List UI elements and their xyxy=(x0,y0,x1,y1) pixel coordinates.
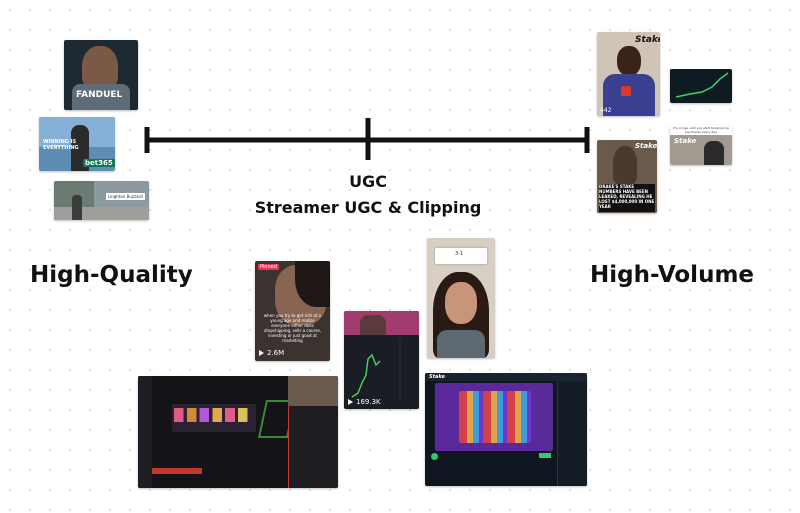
bet365-logo: bet365 xyxy=(83,159,115,167)
tiktok-selfie-score: 3-1 xyxy=(455,251,464,257)
stream-right-header xyxy=(425,373,587,381)
stake-drake-thumbnail[interactable]: Stake DRAKE'S STAKE NUMBERS HAVE BEEN LE… xyxy=(597,140,657,213)
bet365-caption: WINNING IS EVERYTHING xyxy=(43,139,79,151)
stake-man-stat: 442 xyxy=(600,107,612,114)
street-person xyxy=(72,195,82,220)
fanduel-person xyxy=(82,46,118,90)
ugc-label: UGC xyxy=(349,172,387,191)
stream-right-streamer-avatar xyxy=(431,453,438,460)
stake-drake-person xyxy=(613,146,637,184)
stake-drake-headline: DRAKE'S STAKE NUMBERS HAVE BEEN LEAKED, … xyxy=(599,184,655,212)
stream-right-logo: Stake xyxy=(429,374,445,380)
tiktok-chart-person xyxy=(360,315,386,335)
fanduel-shirt xyxy=(72,84,130,110)
stake-suit-logo: Stake xyxy=(674,137,697,145)
stream-screenshot-right[interactable]: Stake xyxy=(425,373,587,486)
tiktok-chart-play-icon xyxy=(348,399,353,405)
tiktok-selfie-shirt xyxy=(437,330,485,358)
fanduel-logo-text: FANDUEL xyxy=(76,90,123,100)
tiktok-woman-views: 2.6M xyxy=(267,349,285,357)
tiktok-woman-caption: when you try to get rich at a young age … xyxy=(263,313,322,343)
stream-right-chat xyxy=(557,381,587,486)
tiktok-selfie-face xyxy=(445,282,477,324)
stream-left-cards xyxy=(174,408,254,422)
tiktok-selfie-scorecard xyxy=(435,248,487,264)
stake-drake-logo: Stake xyxy=(635,142,657,150)
fanduel-ad-thumbnail[interactable]: FANDUEL xyxy=(64,40,138,110)
stream-left-webcam xyxy=(288,376,338,406)
stake-chart-line xyxy=(675,72,729,98)
stake-suit-caption: It's cringe until you start booking big … xyxy=(673,126,729,134)
stake-suit-thumbnail[interactable]: It's cringe until you start booking big … xyxy=(670,125,732,165)
tiktok-woman-play-icon xyxy=(259,350,264,356)
tiktok-chart-views: 169.3K xyxy=(356,398,381,406)
stake-man-thumbnail[interactable]: Stake 442 xyxy=(597,32,660,116)
stream-left-bottom-bar xyxy=(152,468,202,474)
tiktok-chart-line xyxy=(351,339,401,401)
stake-man-logo: Stake xyxy=(635,35,660,45)
high-quality-label: High-Quality xyxy=(30,262,193,288)
tiktok-selfie-thumbnail[interactable]: 3-1 xyxy=(427,238,495,358)
stake-chart-thumbnail[interactable] xyxy=(670,69,732,103)
street-sign: Leighton Buzzard xyxy=(106,193,145,200)
stream-left-chat xyxy=(288,406,338,488)
stream-left-sidebar xyxy=(138,376,152,488)
stake-suit-person xyxy=(704,141,724,165)
tiktok-chart-thumbnail[interactable]: 169.3K xyxy=(344,311,419,409)
street-ad-thumbnail[interactable]: Leighton Buzzard xyxy=(54,181,149,220)
stream-right-reels xyxy=(459,391,531,443)
tiktok-pinned-badge: Pinned xyxy=(258,264,279,270)
stream-screenshot-left[interactable] xyxy=(138,376,338,488)
stream-right-live-badge xyxy=(539,453,551,458)
stake-man-dice xyxy=(621,86,631,96)
bet365-ad-thumbnail[interactable]: WINNING IS EVERYTHING bet365 xyxy=(39,117,115,171)
tiktok-woman-hair xyxy=(295,261,330,307)
high-volume-label: High-Volume xyxy=(590,262,755,288)
tiktok-woman-thumbnail[interactable]: Pinned when you try to get rich at a you… xyxy=(255,261,330,361)
streamer-ugc-label: Streamer UGC & Clipping xyxy=(254,198,482,217)
street-road xyxy=(54,207,149,220)
stake-man-head xyxy=(617,46,641,76)
